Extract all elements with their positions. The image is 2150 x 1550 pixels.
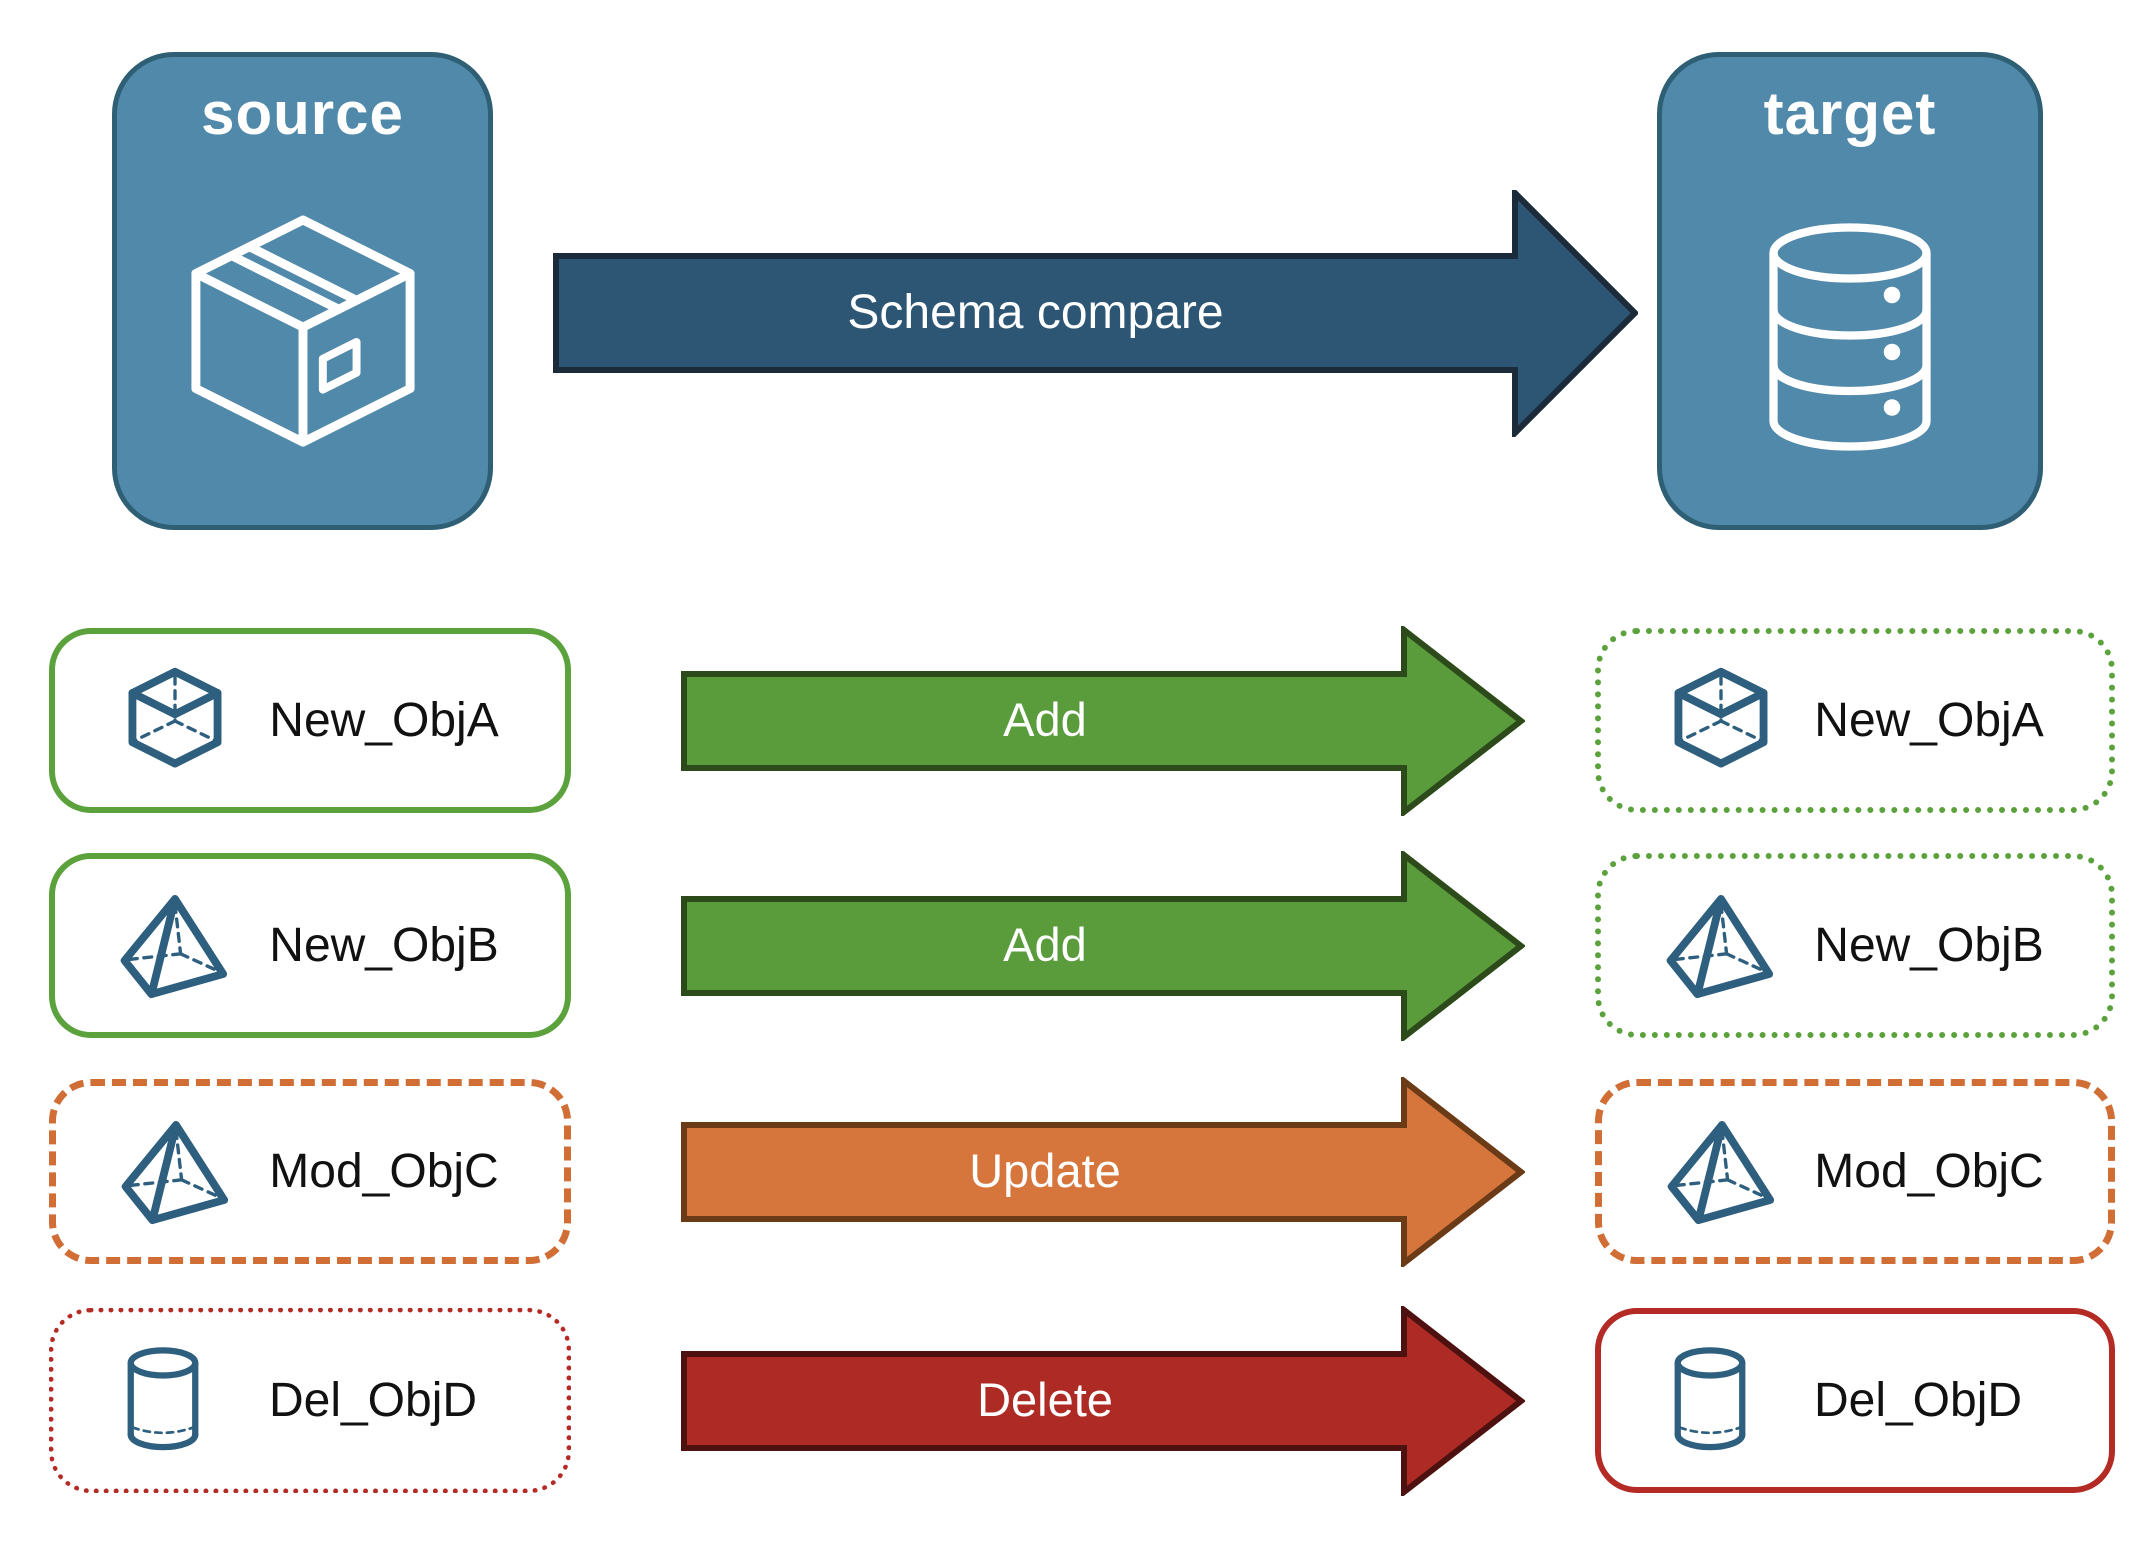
delete-arrow	[681, 1306, 1525, 1496]
source-object-new-obja: New_ObjA	[49, 628, 571, 813]
source-label: source	[201, 80, 404, 147]
target-object-mod-objc: Mod_ObjC	[1595, 1079, 2115, 1264]
target-object-new-objb: New_ObjB	[1595, 853, 2115, 1038]
update-arrow	[681, 1077, 1525, 1267]
add-arrow-row1	[681, 626, 1525, 816]
object-label: New_ObjB	[269, 919, 499, 972]
database-icon	[1760, 148, 1940, 525]
object-label: Del_ObjD	[1813, 1374, 2023, 1427]
pyramid-icon	[1665, 890, 1777, 1002]
cylinder-icon	[118, 1345, 208, 1457]
pyramid-icon	[1666, 1116, 1778, 1228]
object-label: Mod_ObjC	[1814, 1145, 2044, 1198]
target-node: target	[1657, 52, 2043, 530]
cylinder-icon	[1665, 1345, 1755, 1457]
package-icon	[184, 148, 422, 525]
schema-compare-arrow	[553, 190, 1638, 437]
cube-icon	[119, 665, 231, 777]
object-label: New_ObjA	[269, 694, 499, 747]
object-label: Del_ObjD	[268, 1374, 478, 1427]
source-object-new-objb: New_ObjB	[49, 853, 571, 1038]
target-object-new-obja: New_ObjA	[1595, 628, 2115, 813]
target-object-del-objd: Del_ObjD	[1595, 1308, 2115, 1493]
source-object-del-objd: Del_ObjD	[49, 1308, 571, 1493]
target-label: target	[1763, 80, 1937, 147]
add-arrow-row2	[681, 851, 1525, 1041]
source-object-mod-objc: Mod_ObjC	[49, 1079, 571, 1264]
object-label: Mod_ObjC	[269, 1145, 499, 1198]
source-node: source	[112, 52, 493, 530]
cube-icon	[1665, 665, 1777, 777]
pyramid-icon	[119, 890, 231, 1002]
object-label: New_ObjA	[1814, 694, 2044, 747]
pyramid-icon	[120, 1116, 232, 1228]
object-label: New_ObjB	[1814, 919, 2044, 972]
